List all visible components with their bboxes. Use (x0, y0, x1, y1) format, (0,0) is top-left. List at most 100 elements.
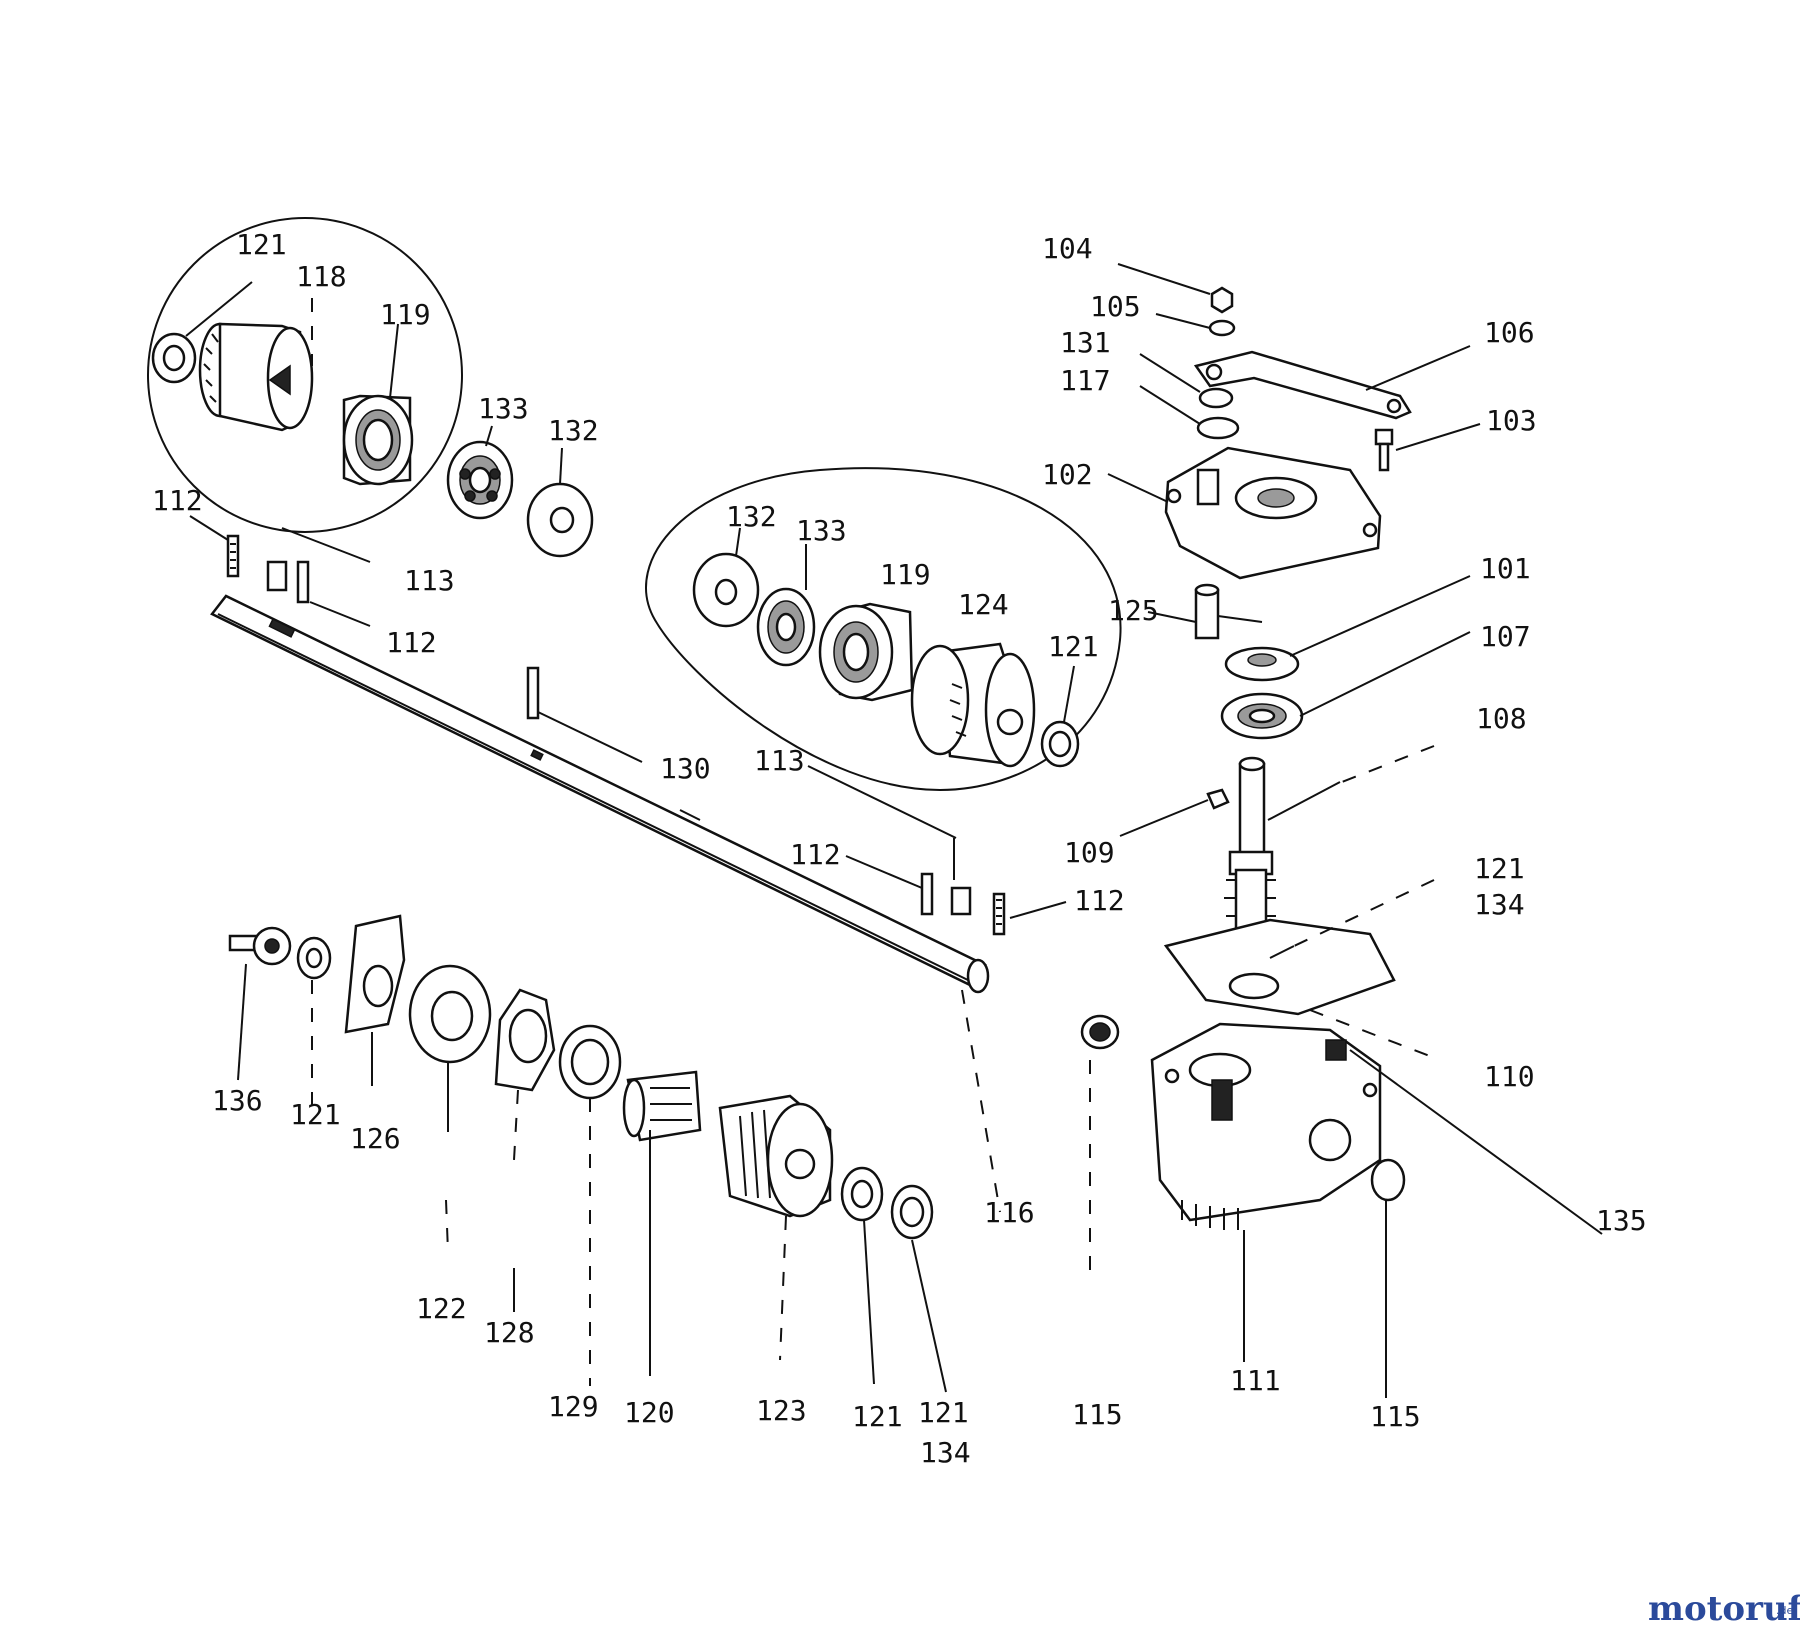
label-115: 115 (1072, 1398, 1123, 1431)
label-121: 121 (918, 1396, 969, 1429)
label-106: 106 (1484, 316, 1535, 349)
label-105: 105 (1090, 290, 1141, 323)
key-113-mid (950, 886, 972, 916)
washer-121-134-bottom (890, 1184, 934, 1240)
watermark-brand: motoruf (1648, 1589, 1800, 1629)
gear-housing-111 (1150, 1022, 1382, 1230)
label-132: 132 (726, 500, 777, 533)
watermark-suffix: .de (1776, 1604, 1793, 1617)
ball-bearing-133-top (446, 440, 514, 520)
worm-shaft-108 (1224, 756, 1276, 952)
label-102: 102 (1042, 458, 1093, 491)
inset-circle (147, 217, 463, 533)
label-115: 115 (1370, 1400, 1421, 1433)
label-112: 112 (386, 626, 437, 659)
bolt-136 (228, 926, 292, 966)
label-116: 116 (984, 1196, 1035, 1229)
label-130: 130 (660, 752, 711, 785)
label-107: 107 (1480, 620, 1531, 653)
leader-lines (185, 263, 1603, 1398)
label-134: 134 (1474, 888, 1525, 921)
pin-125 (1194, 583, 1263, 640)
pin-112-mid-a (920, 872, 934, 916)
label-135: 135 (1596, 1204, 1647, 1237)
shaft-116 (210, 594, 990, 994)
screw-103 (1374, 428, 1394, 472)
label-132: 132 (548, 414, 599, 447)
label-133: 133 (478, 392, 529, 425)
plate-128 (494, 988, 556, 1092)
plug-135 (1325, 1039, 1347, 1061)
label-110: 110 (1484, 1060, 1535, 1093)
lever-106 (1193, 350, 1412, 420)
cam-plate-126 (344, 914, 406, 1034)
splined-sleeve-120 (622, 1070, 702, 1142)
label-113: 113 (404, 564, 455, 597)
label-109: 109 (1064, 836, 1115, 869)
washer-121-bottom-a (296, 936, 332, 980)
label-125: 125 (1108, 594, 1159, 627)
label-121: 121 (290, 1098, 341, 1131)
label-124: 124 (958, 588, 1009, 621)
pin-112-top-b (296, 560, 310, 604)
key-113-top (266, 560, 288, 592)
label-123: 123 (756, 1394, 807, 1427)
gasket-121-134 (1163, 918, 1396, 1016)
pin-130 (526, 666, 540, 720)
label-120: 120 (624, 1396, 675, 1429)
label-101: 101 (1480, 552, 1531, 585)
washer-121-bottom-b (840, 1166, 884, 1222)
bearing-107 (1220, 692, 1304, 740)
label-129: 129 (548, 1390, 599, 1423)
label-108: 108 (1476, 702, 1527, 735)
label-111: 111 (1230, 1364, 1281, 1397)
bushing-131 (1198, 387, 1234, 409)
ball-bearing-133-inset (756, 587, 816, 667)
label-112: 112 (790, 838, 841, 871)
label-104: 104 (1042, 232, 1093, 265)
cover-102 (1164, 446, 1382, 580)
seal-115-right (1370, 1158, 1406, 1202)
label-121: 121 (1474, 852, 1525, 885)
label-136: 136 (212, 1084, 263, 1117)
washer-121-inset-oval (1040, 720, 1080, 768)
label-121: 121 (236, 228, 287, 261)
label-121: 121 (1048, 630, 1099, 663)
label-121: 121 (852, 1400, 903, 1433)
label-112: 112 (1074, 884, 1125, 917)
label-118: 118 (296, 260, 347, 293)
watermark-logo: motoruf .de (1648, 1589, 1800, 1629)
seal-115-left (1080, 1014, 1120, 1050)
label-103: 103 (1486, 404, 1537, 437)
label-128: 128 (484, 1316, 535, 1349)
part-labels: 121 118 119 133 132 112 113 112 130 132 … (152, 228, 1647, 1469)
label-112: 112 (152, 484, 203, 517)
label-119: 119 (880, 558, 931, 591)
label-117: 117 (1060, 364, 1111, 397)
nut-104 (1210, 286, 1234, 314)
washer-132-top (526, 482, 594, 558)
inset-oval (645, 467, 1122, 792)
pin-112-top-a (226, 534, 240, 578)
bearing-119-inset (342, 394, 414, 486)
oring-117 (1196, 416, 1240, 440)
washer-105 (1208, 319, 1236, 337)
gear-sleeve-118 (198, 322, 314, 432)
washer-101 (1224, 646, 1300, 682)
label-133: 133 (796, 514, 847, 547)
spur-gear-123 (718, 1094, 834, 1218)
key-109 (1206, 788, 1230, 810)
disc-122 (408, 964, 492, 1064)
splined-ring-129 (558, 1024, 622, 1100)
label-122: 122 (416, 1292, 467, 1325)
label-134: 134 (920, 1436, 971, 1469)
washer-132-inset (692, 552, 760, 628)
label-126: 126 (350, 1122, 401, 1155)
label-113: 113 (754, 744, 805, 777)
label-131: 131 (1060, 326, 1111, 359)
bearing-119-inset-oval (818, 602, 914, 702)
label-119: 119 (380, 298, 431, 331)
pin-112-mid-b (992, 892, 1006, 936)
